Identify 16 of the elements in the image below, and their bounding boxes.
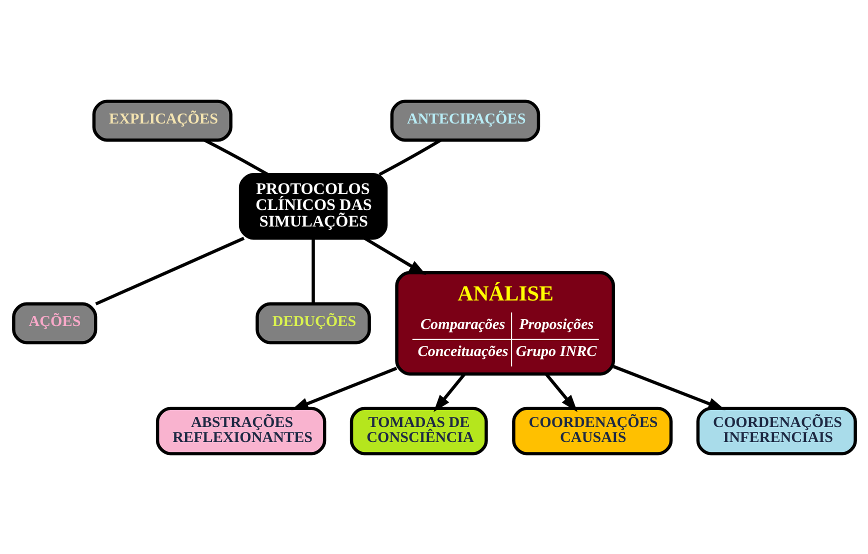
connector [311, 238, 314, 304]
node-box: COORDENAÇÕES INFERENCIAIS [696, 406, 856, 455]
arrow [290, 366, 397, 410]
node-box: ABSTRAÇÕES REFLEXIONANTES [155, 406, 326, 455]
connector [94, 236, 244, 305]
node-box: PROTOCOLOS CLÍNICOS DAS SIMULAÇÕES [238, 172, 388, 240]
node-box: ANÁLISE Comparações Proposições Conceituações Grupo INRC [394, 270, 614, 376]
node-box: AÇÕES [12, 302, 97, 344]
node-box: EXPLICAÇÕES [92, 99, 232, 142]
arrow [544, 372, 577, 412]
node-box: TOMADAS DE CONSCIÊNCIA [349, 406, 488, 455]
node-box: DEDUÇÕES [255, 302, 370, 344]
arrow [433, 372, 466, 412]
node-box: ANTECIPAÇÕES [390, 99, 540, 142]
arrow [612, 364, 725, 410]
node-box: COORDENAÇÕES CAUSAIS [512, 406, 672, 455]
